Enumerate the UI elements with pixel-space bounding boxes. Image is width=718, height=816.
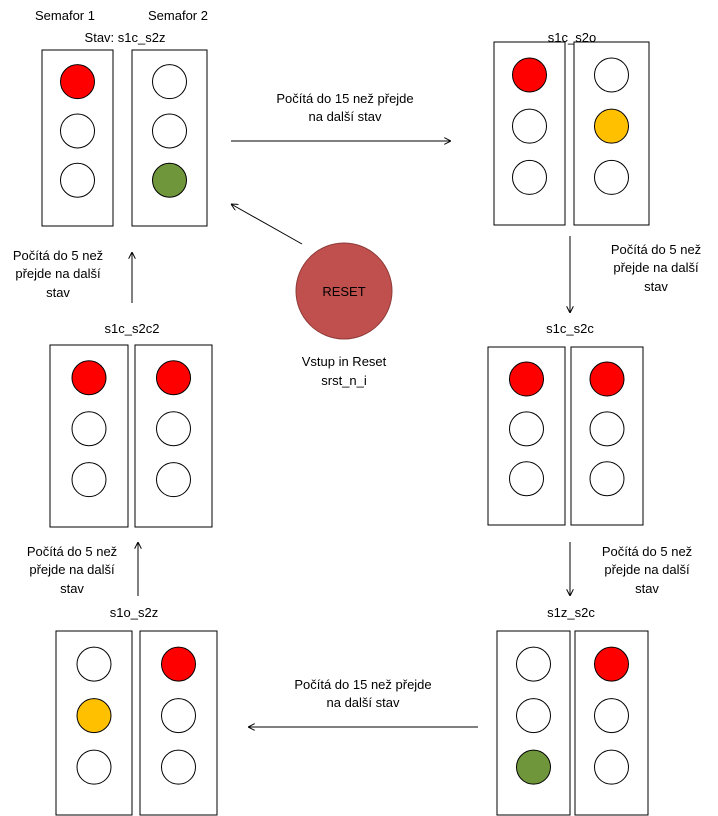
semafor-1-lamp-top — [512, 57, 547, 93]
transition-label-t3: Počítá do 5 než přejde na další stav — [602, 544, 692, 596]
svg-text:stav: stav — [46, 285, 70, 300]
traffic-light-s1o-s2z — [55, 630, 218, 816]
svg-text:na další stav: na další stav — [309, 109, 382, 124]
semafor-1-lamp-top — [60, 64, 95, 100]
svg-text:přejde na další: přejde na další — [613, 260, 699, 275]
semafor-2-lamp-middle — [594, 698, 629, 734]
semafor-1-lamp-bottom — [60, 162, 95, 198]
svg-text:přejde na další: přejde na další — [29, 562, 115, 577]
semafor-2-lamp-top — [152, 64, 187, 100]
svg-text:přejde na další: přejde na další — [604, 562, 690, 577]
semafor-2-lamp-top — [594, 646, 629, 682]
semafor-1-lamp-bottom — [509, 461, 544, 497]
state-label-s1c-s2c2: s1c_s2c2 — [105, 321, 160, 336]
svg-text:Počítá do 5 než: Počítá do 5 než — [602, 544, 692, 559]
semafor-2-lamp-bottom — [152, 162, 187, 198]
svg-text:stav: stav — [644, 279, 668, 294]
reset-circle[interactable] — [295, 242, 393, 340]
svg-text:na další stav: na další stav — [327, 695, 400, 710]
semafor-1-lamp-bottom — [516, 749, 551, 785]
svg-text:Počítá do 5 než: Počítá do 5 než — [13, 248, 103, 263]
svg-text:Počítá do 5 než: Počítá do 5 než — [611, 242, 701, 257]
semafor-1-lamp-top — [71, 360, 107, 396]
semafor-2-lamp-bottom — [156, 462, 191, 498]
state-label-s1c-s2z: Stav: s1c_s2z — [85, 30, 166, 45]
semafor-2-lamp-bottom — [594, 749, 629, 785]
semafor-1-lamp-top — [516, 646, 551, 682]
semafor-2-lamp-top — [594, 57, 629, 93]
svg-text:stav: stav — [635, 581, 659, 596]
state-label-s1z-s2c: s1z_s2c — [547, 605, 595, 620]
semafor-1-lamp-middle — [60, 113, 95, 149]
semafor-1-lamp-bottom — [76, 749, 112, 785]
semafor-1-lamp-bottom — [71, 462, 107, 498]
semafor2-header: Semafor 2 — [148, 8, 208, 23]
semafor-2-lamp-middle — [594, 108, 629, 144]
semafor-2-lamp-bottom — [594, 159, 629, 195]
semafor-1-lamp-middle — [512, 108, 547, 144]
traffic-light-s1c-s2o — [493, 41, 650, 226]
transition-label-t6: Počítá do 5 než přejde na další stav — [13, 248, 103, 300]
state-label-s1o-s2z: s1o_s2z — [110, 605, 158, 620]
traffic-light-s1z-s2c — [496, 630, 649, 816]
state-label-s1c-s2o: s1c_s2o — [548, 30, 596, 45]
svg-text:stav: stav — [60, 581, 84, 596]
transition-label-t5: Počítá do 5 než přejde na další stav — [27, 544, 117, 596]
transition-label-t2: Počítá do 5 než přejde na další stav — [611, 242, 701, 294]
traffic-light-s1c-s2c2 — [49, 344, 213, 528]
semafor-2-lamp-top — [156, 360, 191, 396]
svg-text:Počítá do 15 než přejde: Počítá do 15 než přejde — [276, 91, 413, 106]
svg-text:Počítá do 15 než přejde: Počítá do 15 než přejde — [294, 677, 431, 692]
reset-caption-2: srst_n_i — [321, 373, 367, 388]
semafor-2-lamp-bottom — [161, 749, 196, 785]
svg-text:Počítá do 5 než: Počítá do 5 než — [27, 544, 117, 559]
traffic-light-s1c-s2c — [487, 346, 644, 526]
semafor-2-lamp-top — [161, 646, 196, 682]
semafor-2-lamp-bottom — [589, 461, 625, 497]
semafor-1-lamp-middle — [71, 411, 107, 447]
semafor-2-lamp-middle — [589, 411, 625, 447]
semafor-1-lamp-middle — [516, 698, 551, 734]
arrow-reset-to-s1c-s2z — [231, 204, 303, 245]
semafor-1-lamp-middle — [509, 411, 544, 447]
semafor-2-lamp-middle — [156, 411, 191, 447]
semafor-1-lamp-top — [509, 361, 544, 397]
state-label-s1c-s2c: s1c_s2c — [546, 321, 594, 336]
reset-caption-1: Vstup in Reset — [302, 354, 387, 369]
semafor-1-lamp-top — [76, 646, 112, 682]
semafor-1-lamp-middle — [76, 698, 112, 734]
semafor-2-lamp-middle — [161, 698, 196, 734]
svg-text:přejde na další: přejde na další — [15, 266, 101, 281]
semafor-2-lamp-top — [589, 361, 625, 397]
semafor-1-lamp-bottom — [512, 159, 547, 195]
transition-label-t4: Počítá do 15 než přejde na další stav — [294, 677, 431, 710]
reset-label: RESET — [322, 284, 365, 299]
transition-label-t1: Počítá do 15 než přejde na další stav — [276, 91, 413, 124]
semafor-2-lamp-middle — [152, 113, 187, 149]
traffic-light-s1c-s2z — [41, 49, 208, 227]
reset-button[interactable]: RESET — [295, 242, 393, 340]
semafor1-header: Semafor 1 — [35, 8, 95, 23]
